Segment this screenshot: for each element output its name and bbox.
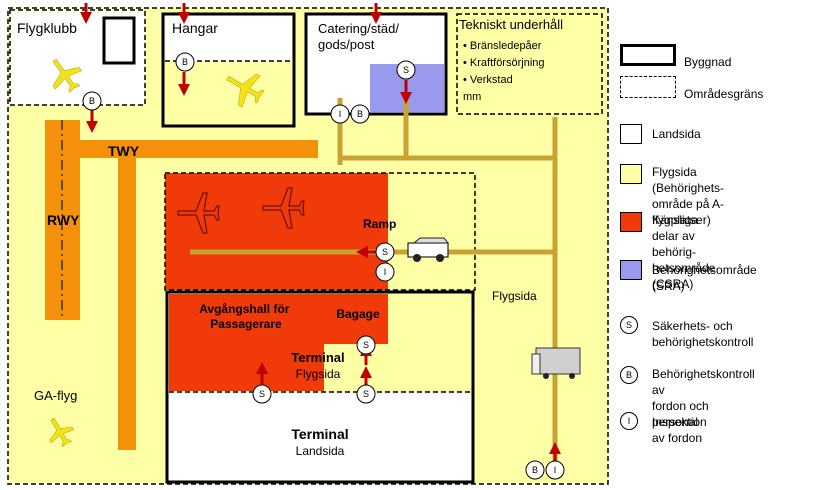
flygklubb-label: Flygklubb	[17, 20, 77, 36]
marker-s-text: S	[363, 340, 369, 350]
tekniskt-area	[456, 13, 603, 115]
marker-b-text: B	[182, 57, 188, 67]
marker-s-catering: S	[396, 60, 416, 80]
twy-label: TWY	[108, 143, 140, 159]
legend-byggnad-swatch	[620, 44, 676, 66]
marker-i-gate: I	[545, 460, 565, 480]
marker-s-ramp: S	[375, 242, 395, 262]
tekniskt-title: Tekniskt underhåll	[459, 17, 563, 32]
terminal-airside-sub: Flygsida	[296, 367, 341, 381]
legend-s-icon: S	[620, 316, 638, 334]
entry-arrows	[80, 3, 561, 463]
airplane-icon	[52, 58, 82, 93]
flygklubb-building	[102, 16, 136, 65]
marker-b-text: B	[357, 109, 363, 119]
terminal-airside-label: Terminal	[291, 350, 344, 365]
catering-label-line2: gods/post	[318, 37, 375, 52]
ramp-boundary	[164, 172, 476, 291]
legend-sra-swatch	[620, 260, 642, 280]
ga-flyg-label: GA-flyg	[34, 388, 77, 403]
marker-i-text: I	[384, 267, 387, 277]
legend-i-icon: I	[620, 412, 638, 430]
terminal-landside-sub: Landsida	[296, 444, 345, 458]
tekniskt-list: • Bränsledepåer • Kraftförsörjning • Verks…	[463, 40, 545, 103]
tekniskt-item: mm	[463, 91, 481, 103]
legend-byggnad-text: Byggnad	[684, 55, 732, 69]
terminal-landside-label: Terminal	[291, 426, 348, 442]
terminal-departure-csra	[169, 294, 324, 391]
airplane-outline-icon	[262, 187, 305, 229]
service-roads	[190, 98, 558, 470]
legend-b-text: Behörighetskontroll av fordon och person…	[652, 367, 755, 429]
airplane-outline-icon	[177, 192, 220, 234]
avgangshall-line1: Avgångshall för	[199, 302, 290, 316]
legend-omradesgrans-text: Områdesgräns	[684, 87, 764, 101]
catering-label: Catering/städ/ gods/post	[318, 21, 403, 52]
legend-landsida-swatch	[620, 124, 642, 144]
marker-b-catering: B	[350, 104, 370, 124]
airplane-icon	[226, 73, 265, 108]
marker-b-flygklubb: B	[82, 91, 102, 111]
legend-i-text: Inspektion av fordon	[652, 415, 707, 445]
legend-flygsida-text: Flygsida (Behörighets- område på A-flygp…	[652, 165, 725, 227]
legend-omradesgrans-swatch	[620, 76, 676, 98]
ramp-label: Ramp	[363, 217, 396, 231]
legend-csra-text: Känsliga delar av behörig- hetsområde (C…	[652, 213, 716, 291]
rwy-label: RWY	[47, 212, 80, 228]
tekniskt-item: • Verkstad	[463, 74, 513, 86]
marker-s-terminal: S	[356, 384, 376, 404]
ramp-csra	[165, 173, 388, 290]
hangar-label: Hangar	[172, 20, 218, 36]
taxiway-vertical	[118, 158, 136, 450]
control-markers: B B S I B S I S S S B I	[82, 52, 565, 480]
marker-b-hangar: B	[175, 52, 195, 72]
marker-s-bagage: S	[356, 335, 376, 355]
marker-s-text: S	[259, 389, 265, 399]
legend-flygsida-swatch	[620, 164, 642, 184]
marker-s-departure: S	[252, 384, 272, 404]
terminal-landside	[169, 392, 471, 480]
tekniskt-item: • Kraftförsörjning	[463, 57, 545, 69]
legend-sra-text: Behörighetsområde (SRA)	[652, 263, 757, 293]
terminal-bagage-csra	[324, 294, 388, 344]
marker-s-text: S	[403, 65, 409, 75]
marker-s-text: S	[363, 389, 369, 399]
legend-s-text: Säkerhets- och behörighetskontroll	[652, 319, 754, 349]
catering-label-line1: Catering/städ/	[318, 21, 399, 36]
marker-b-gate: B	[525, 460, 545, 480]
flygsida-label: Flygsida	[492, 289, 537, 303]
marker-s-text: S	[382, 247, 388, 257]
truck-icon	[531, 347, 581, 379]
marker-i-text: I	[554, 465, 557, 475]
marker-i-text: I	[339, 109, 342, 119]
marker-i-catering: I	[330, 104, 350, 124]
van-icon	[407, 237, 450, 262]
legend-b-icon: B	[620, 366, 638, 384]
tekniskt-item: • Bränsledepåer	[463, 40, 542, 52]
taxiway-horizontal	[80, 140, 318, 158]
marker-b-text: B	[532, 465, 538, 475]
airplane-icon	[49, 417, 75, 448]
legend-csra-swatch	[620, 212, 642, 232]
avgangshall-label: Avgångshall för Passagerare	[199, 302, 293, 331]
bagage-label: Bagage	[336, 307, 380, 321]
marker-b-text: B	[89, 96, 95, 106]
avgangshall-line2: Passagerare	[210, 317, 282, 331]
marker-i-ramp: I	[375, 262, 395, 282]
legend-landsida-text: Landsida	[652, 127, 701, 141]
